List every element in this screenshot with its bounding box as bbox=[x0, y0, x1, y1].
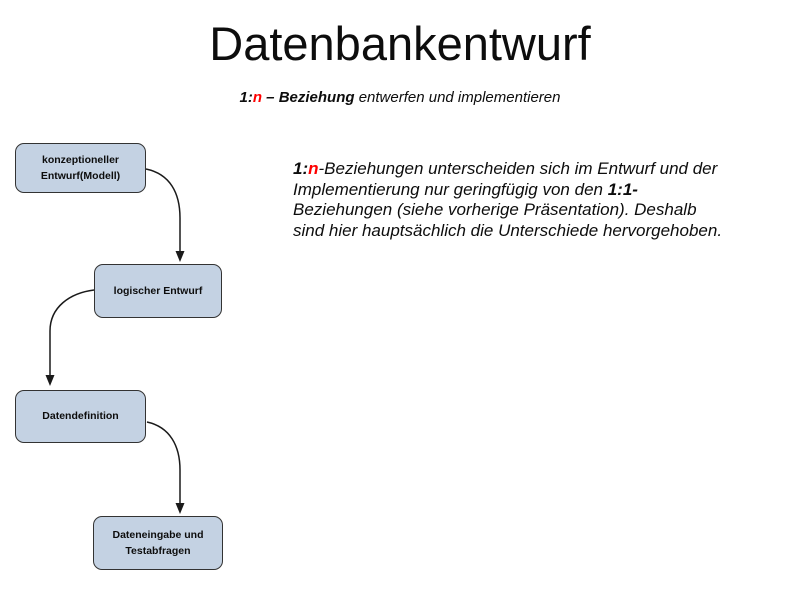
slide-subtitle: 1:n – Beziehung entwerfen und implementi… bbox=[0, 88, 800, 108]
arrow-2-line bbox=[49, 289, 95, 376]
arrow-3-line bbox=[146, 421, 181, 504]
text-segment: 1: bbox=[239, 89, 253, 106]
text-segment: – Beziehung bbox=[262, 89, 355, 106]
description-text: 1:n-Beziehungen unterscheiden sich im En… bbox=[293, 159, 722, 242]
flow-box-datendefinition: Datendefinition bbox=[15, 390, 146, 443]
slide-title: Datenbankentwurf bbox=[209, 17, 591, 70]
flow-box-dateneingabe: Dateneingabe und Testabfragen bbox=[93, 516, 223, 570]
text-segment: entwerfen und implementieren bbox=[354, 89, 561, 106]
flow-box-logischer-entwurf: logischer Entwurf bbox=[94, 264, 222, 318]
flow-box-konzeptioneller-entwurf: konzeptioneller Entwurf(Modell) bbox=[15, 143, 146, 193]
text-segment: n bbox=[252, 89, 263, 106]
arrow-3-head-icon bbox=[175, 503, 185, 514]
text-segment: 1: bbox=[293, 159, 309, 178]
arrow-1-line bbox=[145, 168, 181, 252]
arrow-2-head-icon bbox=[45, 375, 55, 386]
text-segment: n bbox=[308, 159, 319, 178]
text-segment: Beziehungen (siehe vorherige Präsentatio… bbox=[293, 200, 723, 241]
text-segment: 1:1- bbox=[607, 179, 638, 199]
arrow-1-head-icon bbox=[175, 251, 185, 262]
text-segment: -Beziehungen unterscheiden sich im Entwu… bbox=[293, 159, 718, 199]
